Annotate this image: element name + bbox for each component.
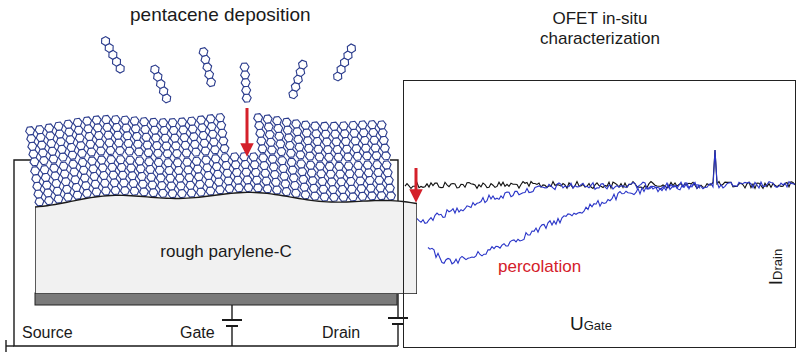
pentacene-molecules: [25, 35, 396, 206]
pentacene: [149, 64, 172, 104]
axis-label: IDrain: [765, 249, 788, 285]
terminal-label: Source: [22, 323, 73, 342]
pentacene: [100, 35, 126, 74]
terminal-label: Gate: [180, 323, 215, 342]
pentacene: [198, 47, 216, 87]
gate-layer: [35, 293, 397, 305]
substrate-box: rough parylene-C: [35, 190, 417, 294]
terminal-label: Drain: [322, 323, 360, 342]
pentacene: [332, 43, 357, 82]
shift-arrow: [415, 168, 418, 196]
substrate-label: rough parylene-C: [35, 242, 417, 262]
annotation: percolation: [496, 257, 583, 277]
illustration-title: pentacene deposition: [130, 4, 311, 27]
pentacene: [377, 120, 391, 160]
chart-title: OFET in-situ characterization: [510, 9, 690, 50]
transfer-curves: [405, 150, 795, 264]
pentacene: [382, 160, 396, 200]
deposition-arrow: [246, 108, 249, 150]
chart-frame: OFET in-situ characterizationpercolation…: [403, 80, 796, 348]
pentacene: [240, 63, 252, 103]
axis-label: UGate: [570, 313, 612, 336]
pentacene: [215, 113, 229, 153]
pentacene: [288, 60, 309, 100]
